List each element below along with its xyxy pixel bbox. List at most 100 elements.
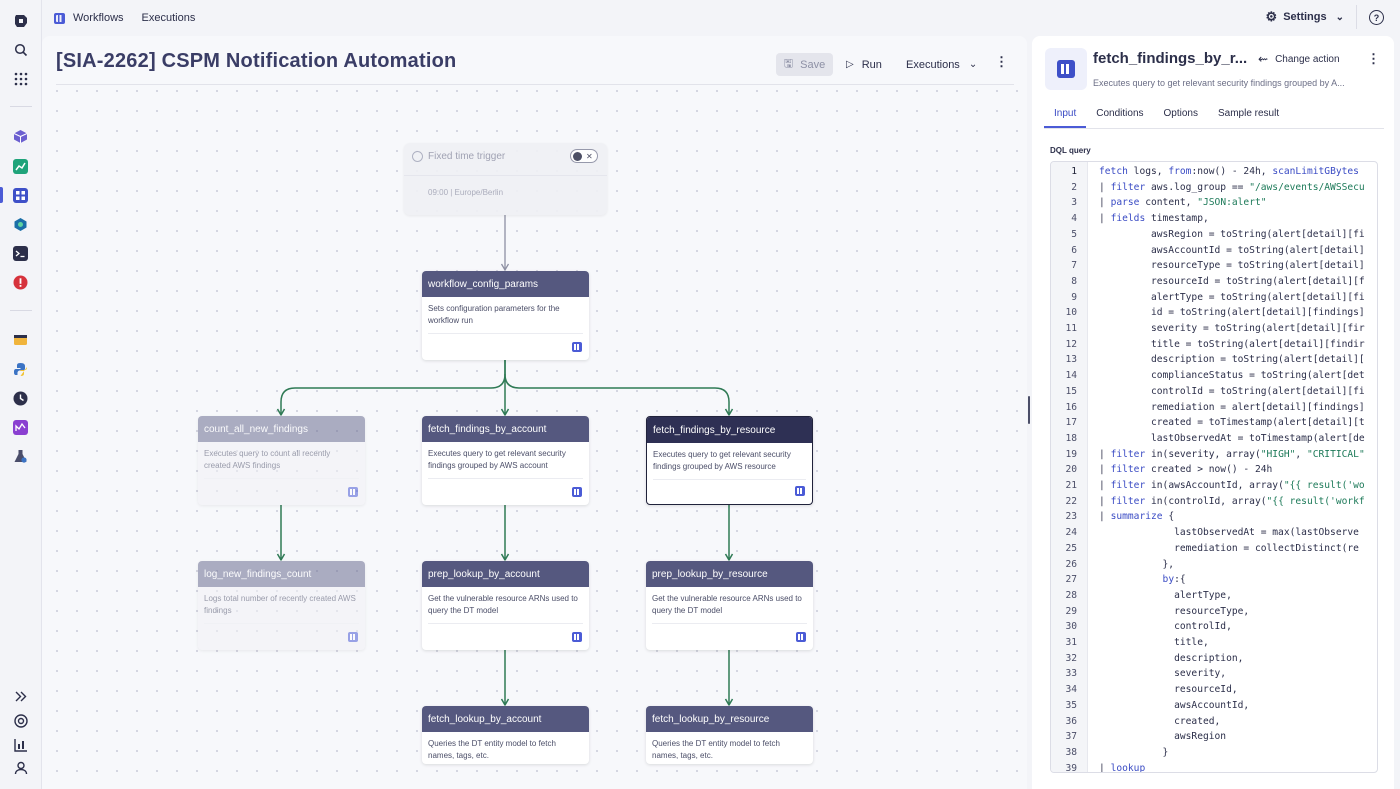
code-line: 13 description = toString(alert[detail][ <box>1051 352 1377 368</box>
expand-nav-icon[interactable] <box>12 688 29 705</box>
task-node-fetch-lookup-by-resource[interactable]: fetch_lookup_by_resource Queries the DT … <box>646 706 813 764</box>
code-text: awsRegion <box>1099 731 1227 743</box>
code-text: created, <box>1099 715 1221 727</box>
help-icon[interactable]: ? <box>1369 10 1384 25</box>
code-line: 20| filter created > now() - 24h <box>1051 462 1377 478</box>
task-node-divider <box>428 478 583 479</box>
line-number: 24 <box>1065 527 1077 539</box>
code-text: controlId, <box>1099 621 1232 633</box>
line-number: 9 <box>1071 291 1077 303</box>
line-number: 2 <box>1071 181 1077 193</box>
purple-app-icon[interactable] <box>12 419 29 436</box>
cube-app-icon[interactable] <box>12 128 29 145</box>
tab-options[interactable]: Options <box>1163 108 1198 119</box>
code-line: 2 | filter aws.log_group == "/aws/events/… <box>1051 180 1377 196</box>
executions-dropdown[interactable]: Executions ⌄ <box>906 53 977 76</box>
python-app-icon[interactable] <box>12 361 29 378</box>
code-line: 31 title, <box>1051 635 1377 651</box>
trigger-node[interactable]: Fixed time trigger ✕ 09:00 | Europe/Berl… <box>404 143 607 215</box>
line-number: 16 <box>1065 401 1077 413</box>
code-line: 38 } <box>1051 745 1377 761</box>
task-node-fetch-findings-by-account[interactable]: fetch_findings_by_account Executes query… <box>422 416 589 505</box>
change-action-button[interactable]: ⇜ Change action <box>1258 52 1340 66</box>
task-node-description: Executes query to get relevant security … <box>428 449 566 470</box>
hexagon-app-icon[interactable] <box>12 216 29 233</box>
workflow-canvas[interactable]: [SIA-2262] CSPM Notification Automation … <box>42 36 1027 789</box>
code-text: controlId = toString(alert[detail][fi <box>1099 385 1365 397</box>
task-node-prep-lookup-by-resource[interactable]: prep_lookup_by_resource Get the vulnerab… <box>646 561 813 650</box>
code-line: 16 remediation = alert[detail][findings] <box>1051 400 1377 416</box>
task-node-divider <box>428 623 583 624</box>
task-node-count-all-new-findings[interactable]: count_all_new_findings Executes query to… <box>198 416 365 505</box>
workflows-app-tab[interactable]: Workflows <box>54 12 124 24</box>
task-node-divider <box>204 478 359 479</box>
action-title[interactable]: fetch_findings_by_r... <box>1093 50 1248 67</box>
apps-grid-icon[interactable] <box>12 70 29 87</box>
code-line: 30 controlId, <box>1051 619 1377 635</box>
code-text: remediation = alert[detail][findings] <box>1099 401 1365 413</box>
workflow-action-icon <box>572 632 582 642</box>
dashboard-icon[interactable] <box>12 736 29 753</box>
more-options-icon[interactable]: ⋮ <box>995 54 1008 69</box>
code-text: awsAccountId, <box>1099 699 1250 711</box>
user-icon[interactable] <box>12 759 29 776</box>
code-line: 33 severity, <box>1051 666 1377 682</box>
workflows-app-icon[interactable] <box>12 187 29 204</box>
top-bar: Workflows Executions ⚙ Settings ⌄ ? <box>42 0 1400 36</box>
alert-app-icon[interactable] <box>12 274 29 291</box>
code-line: 35 awsAccountId, <box>1051 698 1377 714</box>
code-text: alertType = toString(alert[detail][fi <box>1099 291 1365 303</box>
line-number: 29 <box>1065 605 1077 617</box>
panel-resize-handle[interactable] <box>1028 396 1030 424</box>
line-number: 19 <box>1065 448 1077 460</box>
run-button[interactable]: ▷ Run <box>846 53 882 76</box>
support-icon[interactable] <box>12 712 29 729</box>
tab-conditions[interactable]: Conditions <box>1096 108 1144 119</box>
workflow-action-icon <box>348 632 358 642</box>
code-line: 4| fields timestamp, <box>1051 211 1377 227</box>
task-node-prep-lookup-by-account[interactable]: prep_lookup_by_account Get the vulnerabl… <box>422 561 589 650</box>
terminal-app-icon[interactable] <box>12 245 29 262</box>
code-text: lastObservedAt = max(lastObserve <box>1099 527 1359 539</box>
chart-app-icon[interactable] <box>12 158 29 175</box>
save-icon: 🖫 <box>783 58 794 70</box>
more-options-icon[interactable]: ⋮ <box>1367 51 1380 66</box>
task-node-log-new-findings-count[interactable]: log_new_findings_count Logs total number… <box>198 561 365 650</box>
task-node-fetch-findings-by-resource[interactable]: fetch_findings_by_resource Executes quer… <box>646 416 813 505</box>
save-button[interactable]: 🖫 Save <box>776 53 833 76</box>
workflows-icon <box>54 12 65 24</box>
code-line: 19| filter in(severity, array("HIGH", "C… <box>1051 447 1377 463</box>
clock-icon <box>412 151 423 162</box>
line-number: 34 <box>1065 684 1077 696</box>
dynatrace-logo-icon[interactable] <box>12 12 29 29</box>
tab-sample-result[interactable]: Sample result <box>1217 108 1280 119</box>
line-number: 39 <box>1065 762 1077 773</box>
code-line: 24 lastObservedAt = max(lastObserve <box>1051 525 1377 541</box>
code-text: | filter aws.log_group == "/aws/events/A… <box>1099 181 1365 193</box>
notebook-app-icon[interactable] <box>12 331 29 348</box>
code-line: 27 by:{ <box>1051 572 1377 588</box>
code-line: 32 description, <box>1051 651 1377 667</box>
task-node-description: Queries the DT entity model to fetch nam… <box>652 739 780 760</box>
chevron-down-icon: ⌄ <box>1335 11 1344 23</box>
executions-tab[interactable]: Executions <box>142 12 196 24</box>
workflow-action-icon <box>795 486 805 496</box>
clock-app-icon[interactable] <box>12 390 29 407</box>
task-node-fetch-lookup-by-account[interactable]: fetch_lookup_by_account Queries the DT e… <box>422 706 589 764</box>
trigger-schedule: 09:00 | Europe/Berlin <box>428 188 504 197</box>
search-icon[interactable] <box>12 41 29 58</box>
flask-app-icon[interactable] <box>12 448 29 465</box>
code-line: 11 severity = toString(alert[detail][fir <box>1051 321 1377 337</box>
trigger-toggle[interactable]: ✕ <box>570 149 598 163</box>
code-text: resourceId, <box>1099 684 1238 696</box>
settings-menu[interactable]: ⚙ Settings ⌄ <box>1266 9 1344 25</box>
workflows-app-label: Workflows <box>73 12 124 24</box>
code-text: | lookup <box>1099 762 1146 773</box>
code-text: | summarize { <box>1099 511 1175 523</box>
line-number: 3 <box>1071 197 1077 209</box>
task-node-workflow-config-params[interactable]: workflow_config_params Sets configuratio… <box>422 271 589 360</box>
tab-input[interactable]: Input <box>1044 102 1087 128</box>
code-text: }, <box>1099 558 1175 570</box>
